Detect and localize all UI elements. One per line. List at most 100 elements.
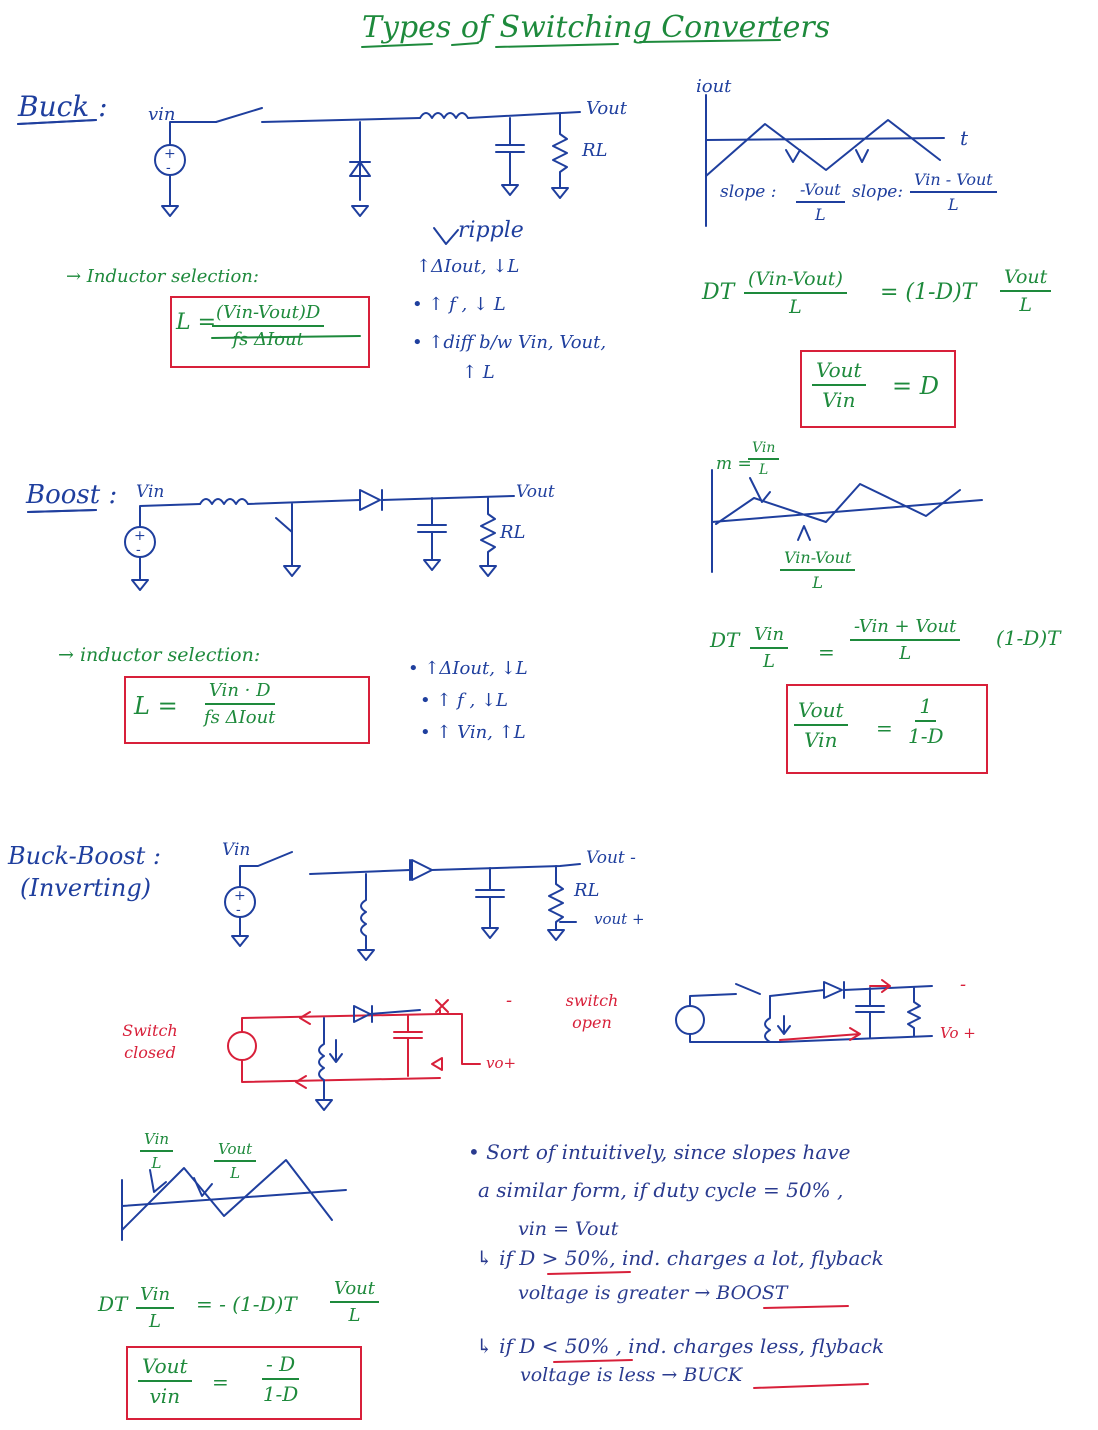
- ripple-arrow: [433, 227, 459, 245]
- boost-heading-underline: [27, 509, 97, 513]
- buck-src-minus: -: [166, 160, 171, 176]
- buckboost-eq-frac-1: Vin L: [136, 1284, 175, 1332]
- boost-src-minus: -: [136, 542, 141, 558]
- buck-inductor-selection: → Inductor selection:: [66, 266, 259, 287]
- boost-result-den-2: 1-D: [908, 724, 944, 748]
- buckboost-result-num-2: - D: [262, 1352, 300, 1380]
- boost-formula-den: fs ΔIout: [204, 707, 276, 728]
- boost-m-label: m =: [716, 454, 752, 474]
- notes-line-1: • Sort of intuitively, since slopes have: [468, 1140, 851, 1164]
- buck-vin-label: vin: [148, 104, 176, 125]
- buckboost-result-frac: Vout vin: [138, 1354, 192, 1408]
- buck-heading-underline: [17, 119, 97, 125]
- buck-src-plus: +: [164, 146, 176, 162]
- buckboost-graph-label-2: Vout L: [214, 1140, 257, 1182]
- buck-eq-mid: = (1-D)T: [880, 280, 977, 305]
- buck-formula: (Vin-Vout)D fs ΔIout: [212, 302, 325, 350]
- boost-result-eq: =: [876, 716, 893, 740]
- notes-line-5: voltage is greater → BOOST: [518, 1282, 788, 1304]
- buckboost-result-den-2: 1-D: [262, 1382, 299, 1406]
- switch-closed-overlay: [315, 1005, 421, 1111]
- boost-result-frac: Vout Vin: [794, 698, 848, 752]
- buck-formula-num: (Vin-Vout)D: [212, 302, 325, 327]
- buck-graph-ylabel: iout: [696, 76, 732, 97]
- switch-closed-minus: -: [506, 990, 513, 1011]
- buckboost-subheading: (Inverting): [20, 874, 152, 902]
- buck-eq-num-2: Vout: [1000, 266, 1052, 292]
- buckboost-result-den: vin: [149, 1384, 181, 1408]
- buck-slope-label-2: slope:: [852, 182, 904, 202]
- notes-line-6: ↳ if D < 50% , ind. charges less, flybac…: [476, 1334, 885, 1358]
- boost-result-num-2: 1: [915, 694, 937, 722]
- buck-eq-frac-2: Vout L: [1000, 266, 1052, 316]
- buck-circuit: [17, 107, 581, 217]
- buck-slope-2: Vin - Vout L: [910, 170, 997, 214]
- notes-line-3: vin = Vout: [518, 1218, 619, 1240]
- buckboost-circuit: [224, 851, 581, 961]
- buckboost-graph-label-1-den: L: [151, 1154, 162, 1172]
- switch-open-label: switch open: [565, 991, 619, 1032]
- buck-formula-den: fs ΔIout: [232, 329, 304, 350]
- title-underline: [361, 39, 781, 48]
- buckboost-eq-num-2: Vout: [330, 1278, 380, 1303]
- buckboost-heading: Buck-Boost :: [8, 842, 161, 870]
- buckboost-src-plus: +: [234, 888, 246, 904]
- buck-heading: Buck :: [18, 90, 108, 123]
- boost-formula-box: [124, 676, 370, 744]
- notes-underline: [547, 1271, 869, 1389]
- notes-line-7: voltage is less → BUCK: [520, 1364, 743, 1386]
- boost-m-num: Vin: [748, 440, 780, 460]
- buck-vout-label: Vout: [586, 98, 628, 119]
- boost-result-den: Vin: [804, 728, 838, 752]
- boost-vout-label: Vout: [516, 482, 555, 502]
- buckboost-graph-label-1: Vin L: [140, 1130, 174, 1172]
- buck-result-box: [800, 350, 956, 428]
- boost-slope-frac: Vin-Vout L: [780, 548, 856, 592]
- boost-eq-frac-2: -Vin + Vout L: [850, 616, 961, 664]
- boost-result-num: Vout: [794, 698, 848, 726]
- buck-eq-den-1: L: [789, 296, 802, 318]
- boost-inductor-selection: → inductor selection:: [58, 644, 261, 666]
- buckboost-graph-label-1-num: Vin: [140, 1130, 174, 1152]
- buck-slope-label-1: slope :: [720, 182, 777, 202]
- buck-eq-frac-1: (Vin-Vout) L: [744, 268, 847, 318]
- switch-open-minus: -: [960, 974, 967, 995]
- buck-slope-2-den: L: [948, 195, 959, 214]
- buckboost-eq-den-2: L: [348, 1305, 361, 1326]
- boost-note-2: • ↑ f , ↓L: [420, 690, 509, 711]
- boost-formula-lhs: L =: [134, 692, 178, 720]
- buck-eq-num-1: (Vin-Vout): [744, 268, 847, 294]
- boost-result-frac-2: 1 1-D: [908, 694, 944, 748]
- boost-formula-num: Vin · D: [204, 680, 275, 705]
- buck-slope-1-den: L: [815, 205, 826, 224]
- buckboost-eq-dt: DT: [98, 1292, 128, 1316]
- buck-result-num: Vout: [812, 358, 866, 386]
- switch-open-circuit: [675, 981, 933, 1043]
- boost-heading: Boost :: [26, 480, 118, 510]
- buck-rl-label: RL: [582, 140, 608, 161]
- buck-eq-dt: DT: [702, 280, 735, 305]
- buckboost-graph-label-2-den: L: [230, 1164, 241, 1182]
- buckboost-eq-den-1: L: [149, 1311, 161, 1332]
- buck-eq-den-2: L: [1019, 294, 1032, 316]
- buck-result-frac: Vout Vin: [812, 358, 866, 412]
- switch-open-current: [779, 979, 891, 1041]
- switch-open-plus: Vo +: [940, 1024, 976, 1042]
- boost-eq-den-2: L: [899, 643, 912, 664]
- switch-closed-circuit: [227, 999, 481, 1089]
- buckboost-vout-minus: Vout -: [586, 848, 636, 868]
- buckboost-eq-num-1: Vin: [136, 1284, 175, 1309]
- boost-eq-num-2: -Vin + Vout: [850, 616, 961, 641]
- notes-line-2: a similar form, if duty cycle = 50% ,: [478, 1178, 844, 1202]
- page-title: Types of Switching Converters: [362, 10, 831, 45]
- buckboost-graph-label-2-num: Vout: [214, 1140, 257, 1162]
- boost-vin-label: Vin: [136, 482, 165, 502]
- buckboost-ripple-graph: [121, 1159, 347, 1241]
- buckboost-result-frac-2: - D 1-D: [262, 1352, 300, 1406]
- boost-src-plus: +: [134, 528, 146, 544]
- boost-eq-num-1: Vin: [750, 624, 789, 649]
- buck-formula-box: [170, 296, 370, 368]
- boost-eq-dt: DT: [710, 628, 740, 652]
- buckboost-vin-label: Vin: [222, 840, 251, 860]
- boost-rl-label: RL: [500, 522, 526, 543]
